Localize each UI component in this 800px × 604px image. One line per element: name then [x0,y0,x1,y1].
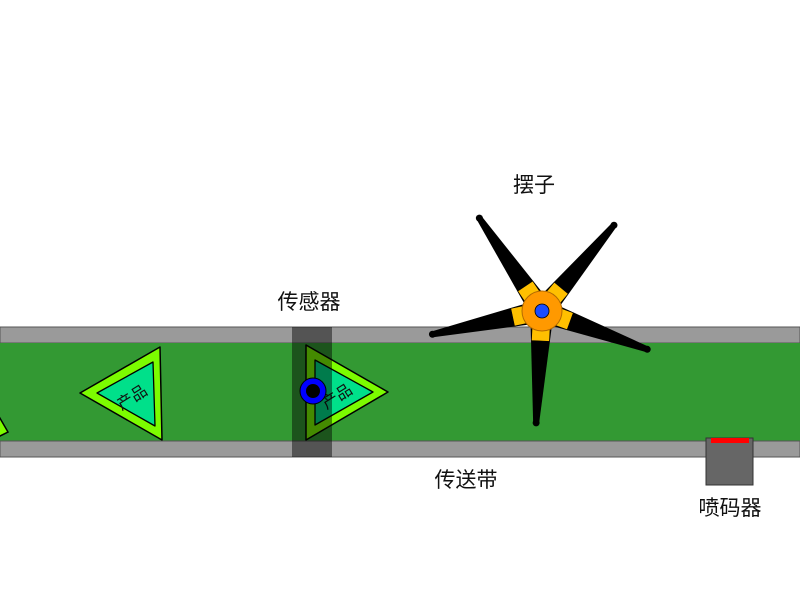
product-2: 产品 [79,346,163,441]
pendulum-arm-tip [428,330,436,338]
pendulum-center-dot [534,303,550,319]
conveyor-label: 传送带 [434,468,498,492]
printer-nozzle [711,438,749,443]
conveyor-top-rail [0,326,800,344]
printer [705,437,754,486]
pendulum-arm-tip [475,214,483,222]
conveyor-belt [0,326,800,458]
product-item: 产品 产品 [0,344,389,441]
pendulum-arm [431,302,535,338]
pendulum-arm [547,304,649,353]
sensor-label: 传感器 [277,290,341,314]
conveyor-bottom-rail [0,440,800,458]
pendulum-arm-tip [532,419,540,427]
product-partial [0,416,10,437]
sensor-dot-core [306,384,320,398]
sensor [292,327,332,457]
pendulum-arm [530,320,553,424]
pendulum-arm-tip [610,221,618,229]
pendulum-label: 摆子 [513,173,555,197]
pendulum-arm-tip [643,345,651,353]
pendulum-wheel [428,214,651,427]
printer-body [705,437,754,486]
printer-label: 喷码器 [698,496,762,520]
product-inner-shape [96,361,156,427]
